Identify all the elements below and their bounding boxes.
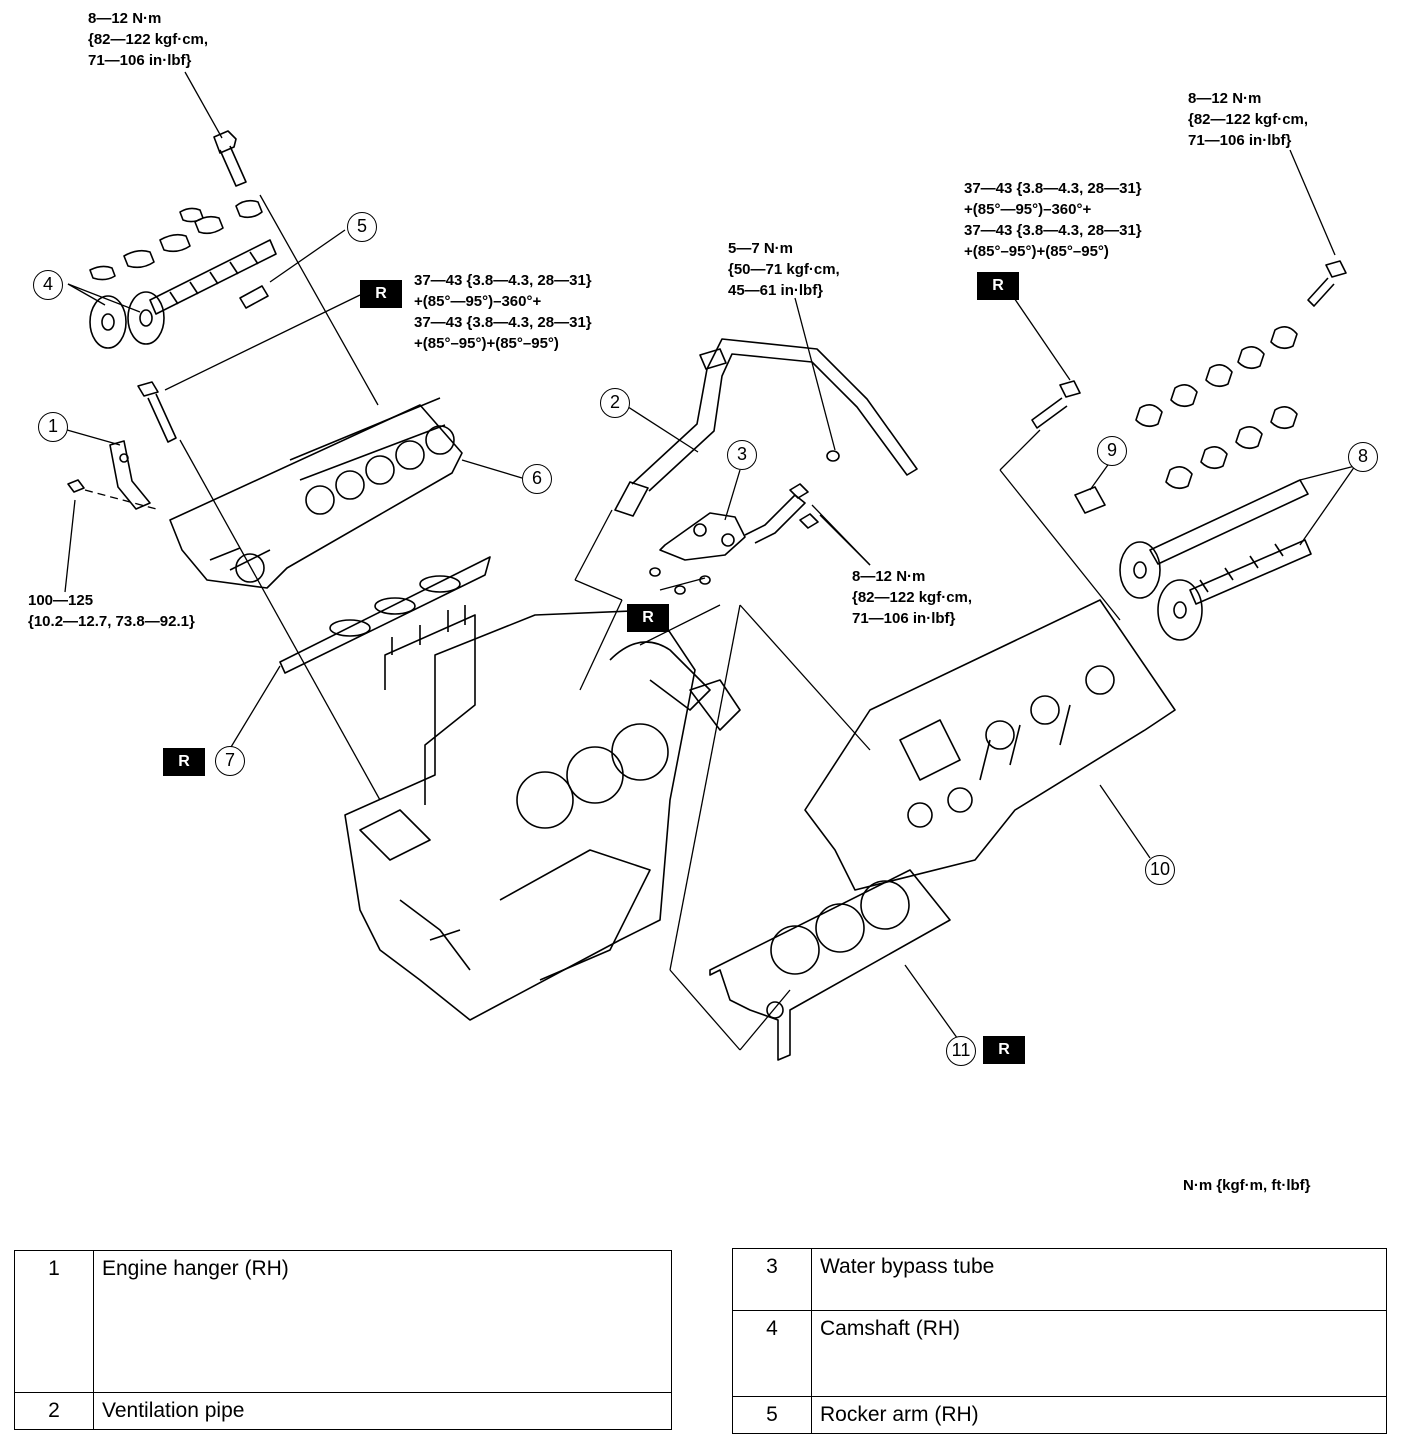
parts-table-left: 1 Engine hanger (RH) 2 Ventilation pipe: [14, 1250, 672, 1430]
torque-line: 8—12 N·m: [852, 568, 926, 585]
replace-badge: R: [977, 272, 1019, 300]
replace-badge: R: [360, 280, 402, 308]
torque-line: 37—43 {3.8—4.3, 28—31}: [964, 222, 1142, 239]
torque-spec-head-bolt-rh: 37—43 {3.8—4.3, 28—31} +(85°—95°)–360°+ …: [414, 270, 592, 354]
callout-9: 9: [1097, 436, 1127, 466]
torque-line: 8—12 N·m: [1188, 90, 1262, 107]
table-row: 3 Water bypass tube: [732, 1248, 1387, 1311]
camshaft-rh: [89, 239, 277, 349]
replace-badge: R: [627, 604, 669, 632]
bolt-head-lh: [1031, 380, 1081, 429]
water-bypass-tube: [649, 483, 819, 595]
torque-line: 100—125: [28, 592, 94, 609]
bolt-camcap-rh: [213, 130, 247, 187]
torque-line: {10.2—12.7, 73.8—92.1}: [28, 613, 195, 630]
torque-line: 37—43 {3.8—4.3, 28—31}: [414, 272, 592, 289]
torque-line: 45—61 in·lbf}: [728, 282, 824, 299]
bolt-head-rh: [137, 381, 177, 443]
callout-5: 5: [347, 212, 377, 242]
part-number: 3: [732, 1248, 812, 1311]
part-name: Engine hanger (RH): [93, 1250, 672, 1393]
table-row: 4 Camshaft (RH): [732, 1310, 1387, 1397]
part-number: 1: [14, 1250, 94, 1393]
torque-line: 71—106 in·lbf}: [852, 610, 956, 627]
torque-line: {82—122 kgf·cm,: [88, 31, 209, 48]
part-name: Ventilation pipe: [93, 1392, 672, 1430]
callout-11: 11: [946, 1036, 976, 1066]
part-name: Rocker arm (RH): [811, 1396, 1387, 1434]
callout-1: 1: [38, 412, 68, 442]
callout-8: 8: [1348, 442, 1378, 472]
torque-line: 8—12 N·m: [88, 10, 162, 27]
cylinder-block: [344, 605, 741, 1021]
replace-badge: R: [163, 748, 205, 776]
torque-line: 37—43 {3.8—4.3, 28—31}: [964, 180, 1142, 197]
callout-6: 6: [522, 464, 552, 494]
part-number: 2: [14, 1392, 94, 1430]
part-name: Camshaft (RH): [811, 1310, 1387, 1397]
part-number: 5: [732, 1396, 812, 1434]
torque-line: +(85°–95°)+(85°–95°): [414, 335, 559, 352]
torque-line: 71—106 in·lbf}: [1188, 132, 1292, 149]
torque-line: +(85°–95°)+(85°–95°): [964, 243, 1109, 260]
callout-3: 3: [727, 440, 757, 470]
torque-line: +(85°—95°)–360°+: [964, 201, 1092, 218]
part-name: Water bypass tube: [811, 1248, 1387, 1311]
part-number: 4: [732, 1310, 812, 1397]
callout-7: 7: [215, 746, 245, 776]
callout-10: 10: [1145, 855, 1175, 885]
torque-spec-water-bypass-tube: 8—12 N·m {82—122 kgf·cm, 71—106 in·lbf}: [852, 566, 972, 629]
torque-line: 5—7 N·m: [728, 240, 794, 257]
torque-spec-ventilation-pipe: 5—7 N·m {50—71 kgf·cm, 45—61 in·lbf}: [728, 238, 840, 301]
torque-spec-engine-hanger: 100—125 {10.2—12.7, 73.8—92.1}: [28, 590, 195, 632]
torque-line: {82—122 kgf·cm,: [852, 589, 973, 606]
camshaft-lh: [1119, 479, 1312, 641]
ventilation-pipe: [614, 338, 918, 517]
callout-4: 4: [33, 270, 63, 300]
rocker-arm-lh: [1074, 486, 1106, 514]
bolt-camcap-lh: [1307, 260, 1347, 307]
camshaft-caps-lh: [1135, 326, 1298, 490]
head-gasket-rh: [279, 556, 491, 674]
torque-line: {50—71 kgf·cm,: [728, 261, 840, 278]
torque-line: +(85°—95°)–360°+: [414, 293, 542, 310]
camshaft-caps-rh: [89, 199, 263, 281]
cylinder-head-lh: [804, 599, 1176, 891]
cylinder-head-rh: [169, 397, 463, 589]
torque-spec-camcap-bolt-lh: 8—12 N·m {82—122 kgf·cm, 71—106 in·lbf}: [1188, 88, 1308, 151]
parts-table-right: 3 Water bypass tube 4 Camshaft (RH) 5 Ro…: [732, 1248, 1387, 1434]
table-row: 5 Rocker arm (RH): [732, 1396, 1387, 1434]
table-row: 1 Engine hanger (RH): [14, 1250, 672, 1393]
rocker-arm-rh: [239, 285, 269, 309]
replace-badge: R: [983, 1036, 1025, 1064]
torque-line: 71—106 in·lbf}: [88, 52, 192, 69]
torque-spec-camcap-bolt-rh: 8—12 N·m {82—122 kgf·cm, 71—106 in·lbf}: [88, 8, 208, 71]
leader-lines: [59, 71, 1356, 1051]
table-row: 2 Ventilation pipe: [14, 1392, 672, 1430]
torque-line: 37—43 {3.8—4.3, 28—31}: [414, 314, 592, 331]
callout-2: 2: [600, 388, 630, 418]
head-gasket-lh: [709, 869, 951, 1061]
unit-note: N·m {kgf·m, ft·lbf}: [1183, 1177, 1311, 1194]
engine-hanger-rh: [67, 440, 151, 510]
torque-spec-head-bolt-lh: 37—43 {3.8—4.3, 28—31} +(85°—95°)–360°+ …: [964, 178, 1142, 262]
torque-line: {82—122 kgf·cm,: [1188, 111, 1309, 128]
